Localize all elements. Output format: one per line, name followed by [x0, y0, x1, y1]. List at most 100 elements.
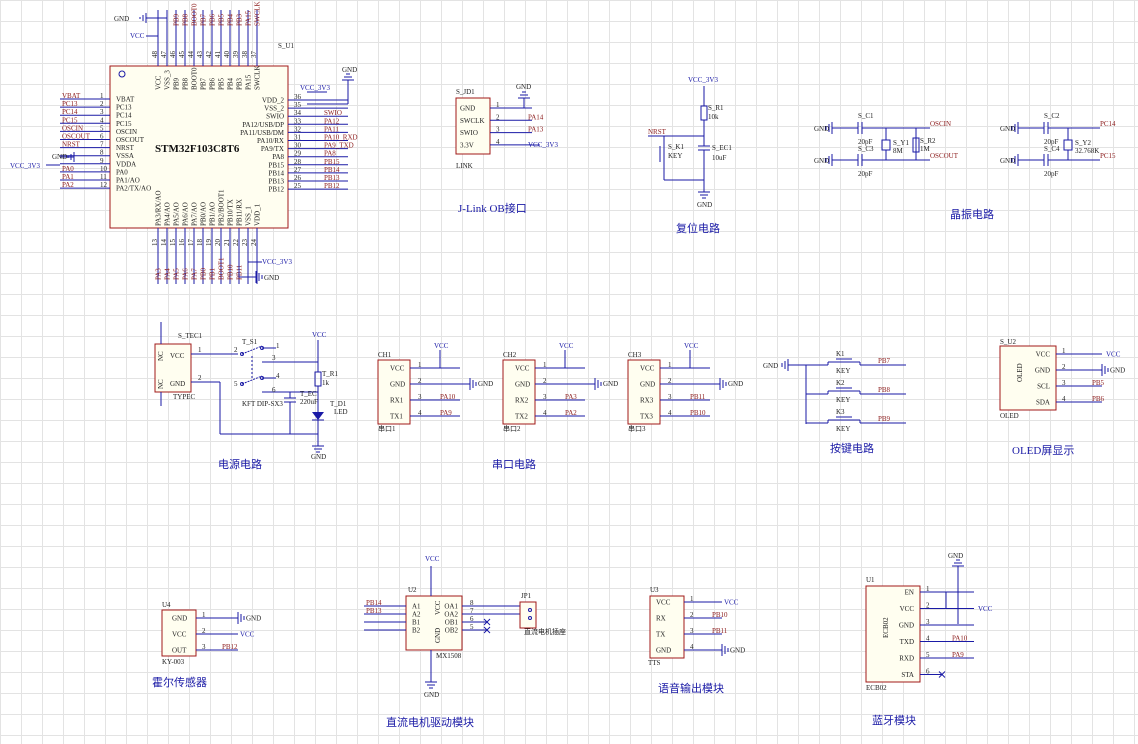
mcu-pin-18: PB0/AO — [200, 202, 208, 226]
mcu-net-PC14: PC14 — [62, 108, 78, 116]
hall-pin-OUT: OUT — [172, 647, 187, 655]
mcu-pin-5: OSCIN — [116, 128, 137, 136]
motor-gnd-pin: GND — [434, 628, 442, 643]
serial-3-gnd: GND — [728, 380, 743, 388]
serial-1-pin-VCC: VCC — [390, 365, 405, 373]
crystal-c1v: 20pF — [858, 138, 873, 146]
oled-pin-SDA: SDA — [1036, 399, 1050, 407]
power-r-val: 1k — [322, 379, 330, 387]
mcu-net-PB13: PB13 — [324, 174, 340, 182]
key-2-net: PB8 — [878, 386, 891, 394]
bt-pin-EN: EN — [905, 589, 914, 597]
mcu-pin-22: PB11/RX — [236, 199, 244, 226]
key-1-net: PB7 — [878, 357, 891, 365]
mcu-pin-17: PA7/AO — [191, 202, 199, 226]
svg-text:41: 41 — [214, 51, 222, 59]
mcu-net-PA1: PA1 — [62, 173, 74, 181]
power-led-val: LED — [334, 408, 348, 416]
power-r-ref: T_R1 — [322, 370, 338, 378]
voice-pin-GND: GND — [656, 647, 671, 655]
mcu-pin-33: PA12/USB/DP — [242, 121, 284, 129]
reset-r-ref: S_R1 — [708, 104, 724, 112]
key-1-ref: K1 — [836, 350, 845, 358]
power-ec-val: 220uF — [300, 398, 318, 406]
bt-net-rxd: PA9 — [952, 651, 964, 659]
power-tc-pin-vcc: VCC — [170, 352, 185, 360]
reset-r-val: 10k — [708, 113, 719, 121]
bt-footer: ECB02 — [866, 684, 887, 692]
mcu-pin-21: PB10/TX — [227, 199, 235, 226]
power-gnd: GND — [311, 453, 326, 461]
mcu-pin-12: PA2/TX/AO — [116, 185, 151, 193]
svg-text:1: 1 — [202, 611, 206, 619]
bt-ref: U1 — [866, 576, 875, 584]
hall-ref: U4 — [162, 601, 171, 609]
svg-text:38: 38 — [241, 51, 249, 59]
mcu-pin-9: VDDA — [116, 160, 136, 168]
motor-pin-OA1: OA1 — [444, 603, 458, 611]
crystal-oscin: OSCIN — [930, 120, 951, 128]
serial-3-pin-RX3: RX3 — [640, 397, 654, 405]
svg-text:31: 31 — [294, 134, 302, 142]
svg-text:35: 35 — [294, 101, 302, 109]
pin1-marker — [118, 70, 126, 78]
svg-text:6: 6 — [100, 133, 104, 141]
crystal-r2v: 1M — [920, 145, 931, 153]
mcu-net-PA3: PA3 — [155, 268, 163, 280]
title-serial: 串口电路 — [492, 458, 536, 471]
title-reset: 复位电路 — [676, 221, 720, 235]
mcu-pin-42: PB6 — [209, 77, 217, 90]
mcu-pin-37: SWCLK — [254, 66, 262, 91]
motor-pin-OA2: OA2 — [444, 611, 458, 619]
mcu-pin-39: PB3 — [236, 77, 244, 90]
mcu-net-PA7: PA7 — [191, 268, 199, 280]
bt-part: ECB02 — [882, 617, 890, 638]
serial-1-net-3: PA9 — [440, 409, 452, 417]
svg-text:20: 20 — [214, 239, 222, 247]
jlink-net-2: PA13 — [528, 126, 544, 134]
mcu-net-PA8: PA8 — [324, 150, 336, 158]
serial-2-net-2: PA3 — [565, 393, 577, 401]
svg-text:4: 4 — [690, 643, 694, 651]
mcu-net-PB3: PB3 — [236, 13, 244, 26]
mcu-vdd1-net: VCC_3V3 — [262, 258, 292, 266]
bt-net-txd: PA10 — [952, 635, 968, 643]
hall-net-vcc: VCC — [240, 631, 255, 639]
svg-text:2: 2 — [234, 346, 238, 354]
svg-text:4: 4 — [668, 409, 672, 417]
svg-text:13: 13 — [151, 239, 159, 247]
mcu-net-PB1: PB1 — [209, 267, 217, 280]
serial-2-net-3: PA2 — [565, 409, 577, 417]
reset-k-val: KEY — [668, 152, 682, 160]
serial-3-net-3: PB10 — [690, 409, 706, 417]
crystal-c4: S_C4 — [1044, 145, 1060, 153]
mcu-pin-1: VBAT — [116, 96, 135, 104]
mcu-part: STM32F103C8T6 — [155, 143, 240, 155]
title-power: 电源电路 — [218, 457, 262, 471]
svg-text:37: 37 — [250, 51, 258, 59]
svg-text:4: 4 — [276, 372, 280, 380]
svg-text:26: 26 — [294, 174, 302, 182]
svg-text:15: 15 — [169, 239, 177, 247]
svg-text:39: 39 — [232, 51, 240, 59]
mcu-gnd-bottom: GND — [264, 274, 279, 282]
title-crystal: 晶振电路 — [950, 207, 994, 221]
mcu-block: STM32F103C8T6 S_U1 VBAT1VBATPC132PC13PC1… — [10, 2, 358, 284]
mcu-net-PB14: PB14 — [324, 166, 340, 174]
svg-text:30: 30 — [294, 142, 302, 150]
serial-1-net-2: PA10 — [440, 393, 456, 401]
oled-ref: S_U2 — [1000, 338, 1016, 346]
bt-gnd: GND — [948, 552, 963, 560]
serial-3-pin-GND: GND — [640, 381, 655, 389]
svg-text:7: 7 — [100, 141, 104, 149]
mcu-net-PB9: PB9 — [173, 13, 181, 26]
crystal-c3v: 20pF — [858, 170, 873, 178]
serial-2-pin-RX2: RX2 — [515, 397, 529, 405]
serial-1-vcc: VCC — [434, 342, 449, 350]
svg-text:10: 10 — [100, 165, 108, 173]
motor-jp: JP1 — [521, 592, 532, 600]
serial-1-pin-RX1: RX1 — [390, 397, 404, 405]
